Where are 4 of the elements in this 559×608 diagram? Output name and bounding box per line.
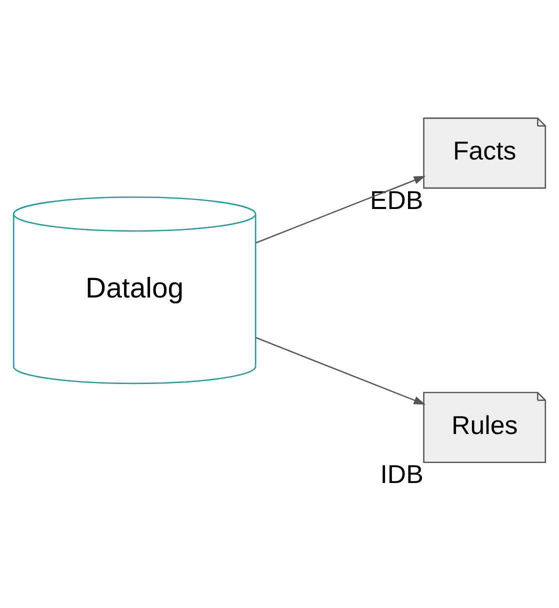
node-label: EDB	[370, 186, 424, 214]
arrow	[256, 175, 426, 243]
node-label: IDB	[380, 460, 424, 489]
arrow	[256, 336, 426, 404]
